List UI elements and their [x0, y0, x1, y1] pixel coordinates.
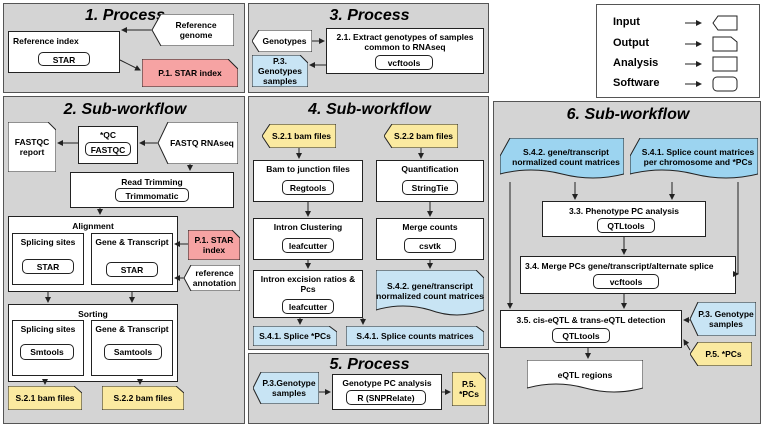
splice-count-input: S.4.1. Splice count matrices per chromos… [630, 138, 758, 180]
trimmomatic-software: Trimmomatic [115, 188, 189, 202]
bam-files-output-2: S.2.2 bam files [102, 386, 184, 410]
pcs-output-5: P.5. *PCs [452, 372, 486, 406]
genotypes-samples-label: P.3. Genotypes samples [258, 56, 302, 86]
legend-analysis-label: Analysis [613, 57, 659, 69]
genotype-samples-input-label: P.3.Genotype samples [262, 378, 316, 398]
snprelate-software: R (SNPRelate) [346, 390, 426, 405]
star-index-output: P.1. STAR index [142, 59, 238, 87]
quantification-label: Quantification [401, 164, 459, 174]
genotypes-label: Genotypes [262, 36, 307, 46]
eqtl-regions-label: eQTL regions [557, 370, 613, 380]
merge-counts-label: Merge counts [402, 222, 458, 232]
star-software-1: STAR [22, 259, 74, 274]
bam-files-input-1: S.2.1 bam files [262, 124, 336, 148]
panel-title: 2. Sub-workflow [63, 101, 187, 118]
fastqc-software: FASTQC [85, 142, 131, 156]
read-trimming-label: Read Trimming [121, 177, 183, 187]
genotype-pc-label: Genotype PC analysis [342, 378, 432, 388]
panel-title: 1. Process [84, 7, 166, 24]
qc-label: *QC [99, 130, 117, 140]
panel-title: 6. Sub-workflow [566, 106, 690, 123]
extract-genotypes-label: 2.1. Extract genotypes of samples common… [336, 32, 474, 52]
legend-software-label: Software [613, 77, 660, 89]
star-index-input: P.1. STAR index [188, 230, 240, 260]
star-software-2: STAR [106, 262, 158, 277]
bam-to-junction-label: Bam to junction files [266, 164, 350, 174]
regtools-software: Regtools [282, 180, 334, 195]
leafcutter-software-1: leafcutter [282, 238, 334, 253]
gene-transcript-matrices-label: S.4.2. gene/transcript normalized count … [376, 281, 484, 301]
pcs-output-5-label: P.5. *PCs [459, 379, 479, 399]
panel-title: 4. Sub-workflow [308, 101, 431, 118]
gene-transcript-label-2: Gene & Transcript [95, 324, 169, 334]
splice-counts-label: S.4.1. Splice counts matrices [356, 331, 474, 341]
fastq-input: FASTQ RNAseq [158, 122, 238, 164]
gene-transcript-matrices-output: S.4.2. gene/transcript normalized count … [376, 270, 484, 316]
pcs-input-6: P.5. *PCs [690, 342, 752, 366]
bam-files-input-2: S.2.2 bam files [384, 124, 458, 148]
qtltools-software-1: QTLtools [597, 218, 655, 233]
bam-files-input-1-label: S.2.1 bam files [271, 131, 332, 141]
merge-pcs-label: 3.4. Merge PCs gene/transcript/alternate… [525, 261, 714, 271]
reference-genome-input: Reference genome [152, 14, 234, 46]
sorting-label: Sorting [78, 309, 108, 319]
gene-transcript-label: Gene & Transcript [95, 237, 169, 247]
qtltools-software-2: QTLtools [552, 328, 610, 343]
bam-files-output-1: S.2.1 bam files [8, 386, 82, 410]
leafcutter-software-2: leafcutter [282, 299, 334, 314]
stringtie-software: StringTie [402, 180, 458, 195]
legend-output-label: Output [613, 37, 650, 49]
csvtk-software: csvtk [404, 238, 456, 253]
fastqc-report-label: FASTQC report [14, 137, 50, 157]
genotype-samples-input-6: P.3. Genotype samples [690, 302, 756, 336]
legend-shapes [685, 15, 738, 92]
fastq-input-label: FASTQ RNAseq [170, 138, 234, 148]
vcftools-software-6: vcftools [593, 274, 659, 289]
samtools-software: Samtools [104, 344, 162, 360]
bam-files-output-1-label: S.2.1 bam files [15, 393, 75, 403]
vcftools-software: vcftools [375, 55, 433, 70]
legend: Input Output Analysis Software [596, 4, 760, 98]
gene-transcript-box: Gene & Transcript [91, 233, 173, 285]
reference-genome-label: Reference genome [175, 20, 217, 40]
splicing-sites-label: Splicing sites [20, 237, 76, 247]
splicing-sites-label-2: Splicing sites [20, 324, 76, 334]
genotypes-input: Genotypes [252, 30, 312, 52]
genotype-samples-input-6-label: P.3. Genotype samples [698, 309, 754, 329]
splice-pcs-output: S.4.1. Splice *PCs [253, 326, 337, 346]
gene-transcript-input-label: S.4.2. gene/transcript normalized count … [512, 147, 620, 167]
panel-title: 3. Process [329, 7, 410, 24]
splice-counts-output: S.4.1. Splice counts matrices [346, 326, 484, 346]
eqtl-detection-label: 3.5. cis-eQTL & trans-eQTL detection [516, 315, 666, 325]
splice-pcs-label: S.4.1. Splice *PCs [259, 331, 331, 341]
smtools-software: Smtools [20, 344, 74, 360]
star-index-input-label: P.1. STAR index [194, 235, 234, 255]
eqtl-regions-output: eQTL regions [527, 360, 643, 394]
bam-files-input-2-label: S.2.2 bam files [393, 131, 454, 141]
splice-count-input-label: S.4.1. Splice count matrices per chromos… [641, 147, 755, 167]
star-index-output-label: P.1. STAR index [158, 68, 222, 78]
pcs-input-6-label: P.5. *PCs [705, 349, 742, 359]
genotypes-samples-output: P.3. Genotypes samples [252, 55, 308, 87]
phenotype-pc-label: 3.3. Phenotype PC analysis [568, 206, 680, 216]
intron-clustering-label: Intron Clustering [273, 222, 343, 232]
alignment-label: Alignment [72, 221, 114, 231]
bam-files-output-2-label: S.2.2 bam files [113, 393, 173, 403]
genotype-samples-input: P.3.Genotype samples [253, 372, 319, 404]
panel-title: 5. Process [329, 356, 410, 373]
reference-index-label: Reference index [13, 36, 79, 46]
star-software: STAR [38, 52, 90, 66]
intron-excision-label: Intron excision ratios & Pcs [260, 274, 356, 294]
reference-annotation-label: reference annotation [192, 268, 237, 288]
fastqc-report-output: FASTQC report [8, 122, 56, 172]
gene-transcript-input: S.4.2. gene/transcript normalized count … [500, 138, 624, 180]
legend-input-label: Input [613, 16, 640, 28]
reference-annotation-input: reference annotation [184, 265, 240, 291]
